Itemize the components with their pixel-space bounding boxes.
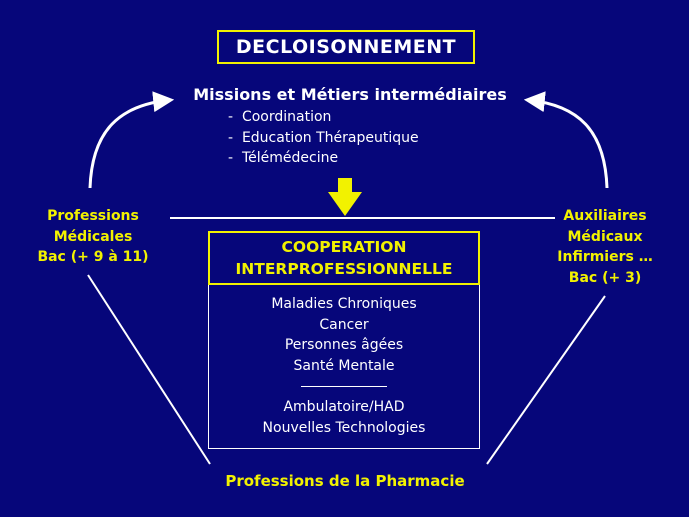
right-group-line: Médicaux bbox=[567, 228, 643, 245]
title-text: DECLOISONNEMENT bbox=[235, 36, 457, 58]
bottom-group-label: Professions de la Pharmacie bbox=[225, 472, 465, 490]
missions-heading: Missions et Métiers intermédiaires bbox=[193, 85, 507, 104]
right-group-line: Bac (+ 3) bbox=[568, 269, 642, 286]
missions-list: Coordination Education Thérapeutique Tél… bbox=[228, 107, 419, 169]
left-group-line: Médicales bbox=[53, 228, 133, 245]
missions-item: Télémédecine bbox=[228, 148, 419, 169]
topics-divider bbox=[301, 386, 387, 387]
topic-item: Maladies Chroniques bbox=[271, 296, 417, 312]
title-box: DECLOISONNEMENT bbox=[217, 30, 475, 64]
cooperation-box: COOPERATION INTERPROFESSIONNELLE bbox=[208, 231, 480, 285]
right-diagonal-line bbox=[486, 295, 606, 465]
topics-list: Maladies Chroniques Cancer Personnes âgé… bbox=[208, 294, 480, 438]
topics-box bbox=[208, 285, 480, 449]
left-group-line: Bac (+ 9 à 11) bbox=[37, 249, 149, 265]
topic-item: Personnes âgées bbox=[284, 337, 404, 353]
topic-item: Santé Mentale bbox=[293, 357, 395, 374]
right-group-label: Auxiliaires Médicaux Infirmiers … Bac (+… bbox=[530, 206, 680, 288]
missions-item: Education Thérapeutique bbox=[228, 128, 419, 149]
topic-item: Ambulatoire/HAD bbox=[283, 399, 405, 415]
cooperation-line: COOPERATION bbox=[281, 238, 407, 256]
yellow-down-arrow bbox=[328, 178, 362, 216]
right-curved-arrow bbox=[523, 91, 609, 189]
cooperation-line: INTERPROFESSIONNELLE bbox=[235, 260, 453, 278]
left-diagonal-line bbox=[87, 274, 211, 465]
topic-item: Nouvelles Technologies bbox=[262, 419, 426, 436]
topic-item: Cancer bbox=[319, 316, 369, 333]
left-group-line: Professions bbox=[47, 208, 139, 224]
right-group-line: Auxiliaires bbox=[563, 208, 647, 224]
right-group-line: Infirmiers … bbox=[557, 249, 653, 265]
missions-item: Coordination bbox=[228, 107, 419, 128]
left-curved-arrow bbox=[88, 91, 175, 189]
left-group-label: Professions Médicales Bac (+ 9 à 11) bbox=[18, 206, 168, 268]
